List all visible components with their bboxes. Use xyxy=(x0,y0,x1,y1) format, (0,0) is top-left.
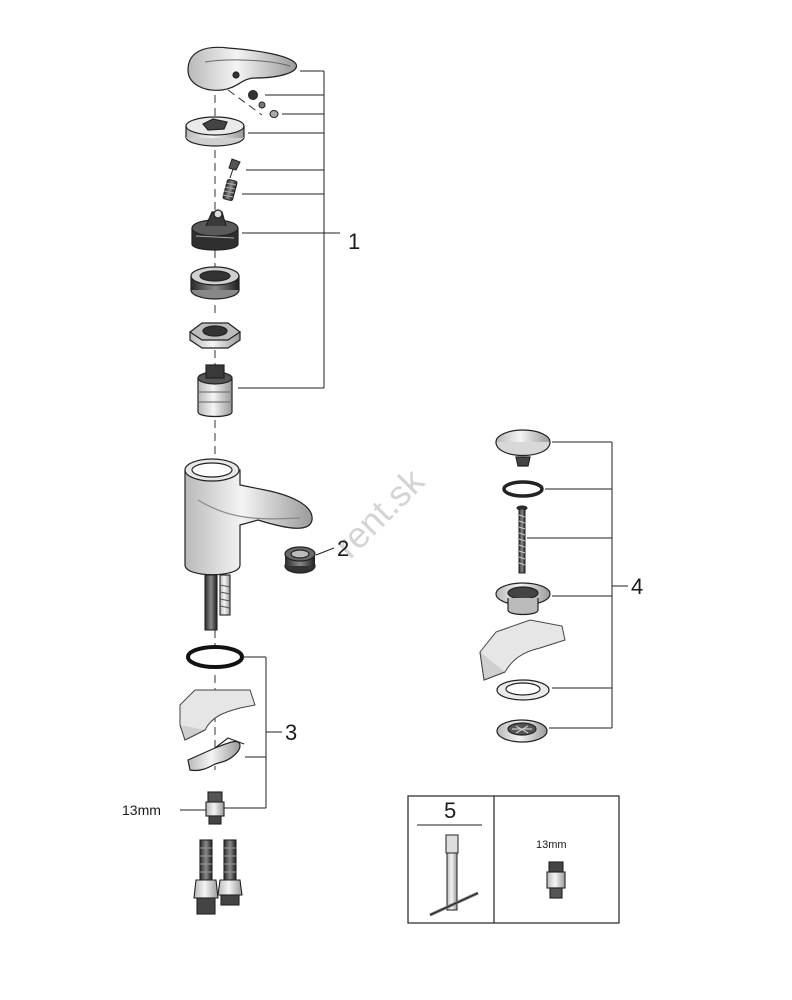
callout-1-bracket xyxy=(238,70,340,389)
drain-rod xyxy=(516,505,528,574)
lever-handle xyxy=(187,46,298,91)
pin-and-spring xyxy=(222,158,241,202)
drain-plug-cap xyxy=(495,429,551,467)
valve-body xyxy=(197,364,233,418)
callout-4-label: 4 xyxy=(631,574,643,599)
tool-box-connector xyxy=(546,861,566,899)
callout-4-bracket xyxy=(527,441,628,729)
aerator xyxy=(284,546,316,574)
countertop-section xyxy=(179,689,256,741)
cartridge-top xyxy=(191,209,239,251)
tube-wrench-tool xyxy=(429,834,479,917)
plug-washer xyxy=(502,480,544,498)
ring-nut xyxy=(190,266,240,300)
cover-cap xyxy=(185,116,245,147)
o-ring xyxy=(186,645,244,669)
callout-3-bracket xyxy=(180,656,282,811)
drain-flange xyxy=(495,582,551,616)
callout-5-label: 5 xyxy=(444,798,456,823)
tool-box-size-label: 13mm xyxy=(536,839,567,851)
drain-body xyxy=(496,719,548,743)
faucet-shank-and-hoses xyxy=(204,574,231,631)
callout-3-label: 3 xyxy=(285,720,297,745)
connector-13mm xyxy=(205,791,225,825)
wrench-size-label: 13mm xyxy=(122,802,161,818)
callout-2-leader xyxy=(315,547,335,556)
mounting-bracket xyxy=(187,737,245,772)
handle-screw-parts xyxy=(248,90,279,118)
faucet-body xyxy=(184,458,313,576)
callout-2-label: 2 xyxy=(337,536,349,561)
drain-gasket xyxy=(496,679,550,701)
supply-hoses xyxy=(193,839,243,915)
tool-box xyxy=(407,795,620,924)
hex-nut xyxy=(188,322,242,349)
basin-section xyxy=(479,619,566,681)
callout-1-label: 1 xyxy=(348,229,360,254)
